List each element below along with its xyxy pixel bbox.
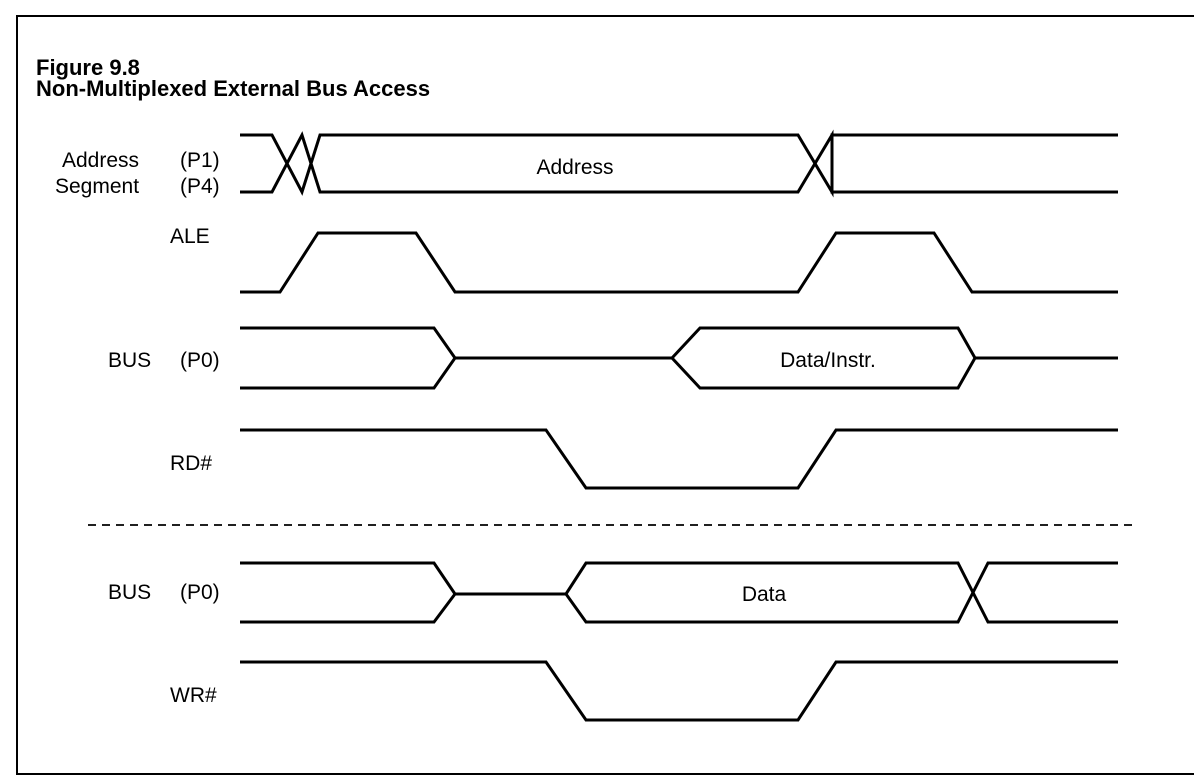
signal-label-address: Address (62, 149, 140, 172)
address-segment-waveform: Address (240, 129, 1118, 198)
signal-port-bus-write: (P0) (180, 581, 220, 604)
timing-diagram: Address Data/Instr. Data (88, 129, 1138, 722)
signal-port-bus-read: (P0) (180, 349, 220, 372)
signal-label-ale: ALE (170, 225, 210, 248)
bus-write-lower-trace (240, 561, 1118, 624)
signal-label-bus-write: BUS (108, 581, 152, 604)
rd-waveform (240, 428, 1118, 490)
address-bus-label: Address (536, 156, 613, 179)
bus-read-upper-trace (240, 326, 1118, 360)
ale-waveform (240, 231, 1118, 294)
wr-waveform (240, 660, 1118, 722)
write-data-label: Data (742, 583, 787, 606)
figure-number: Figure 9.8 (36, 55, 140, 80)
bus-read-lower-trace (240, 356, 977, 390)
signal-label-wr: WR# (170, 684, 217, 707)
figure-caption: Non-Multiplexed External Bus Access (36, 76, 431, 101)
signal-label-segment: Segment (55, 175, 140, 198)
read-data-label: Data/Instr. (780, 349, 876, 372)
signal-port-segment: (P4) (180, 175, 220, 198)
signal-label-bus-read: BUS (108, 349, 152, 372)
signal-label-rd: RD# (170, 452, 213, 475)
bus-read-waveform: Data/Instr. (240, 326, 1118, 390)
bus-write-waveform: Data (240, 561, 1118, 624)
bus-write-upper-trace (240, 561, 1118, 624)
address-upper-trace (240, 133, 1118, 198)
address-lower-trace (240, 129, 1118, 194)
signal-port-address: (P1) (180, 149, 220, 172)
